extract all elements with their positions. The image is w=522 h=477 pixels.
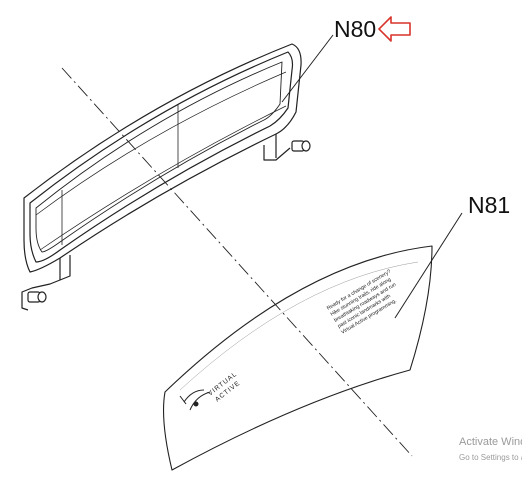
callout-n81: N81 xyxy=(468,192,510,218)
activate-windows-subtitle: Go to Settings to activate Windows. xyxy=(459,453,522,462)
assembly-axis-line xyxy=(61,67,413,457)
overlay-sticker-part xyxy=(163,245,433,471)
n81-leader-line xyxy=(394,212,463,319)
red-arrow-icon xyxy=(378,16,411,42)
window-frame-part xyxy=(21,43,311,311)
virtual-active-logo: VIRTUAL ACTIVE xyxy=(179,371,242,411)
sticker-text-block: Ready for a change of scenery? Hike stun… xyxy=(326,269,398,336)
n80-leader-line xyxy=(281,34,334,103)
activate-windows-title: Activate Windows xyxy=(459,436,522,448)
callout-n80: N80 xyxy=(334,16,376,42)
